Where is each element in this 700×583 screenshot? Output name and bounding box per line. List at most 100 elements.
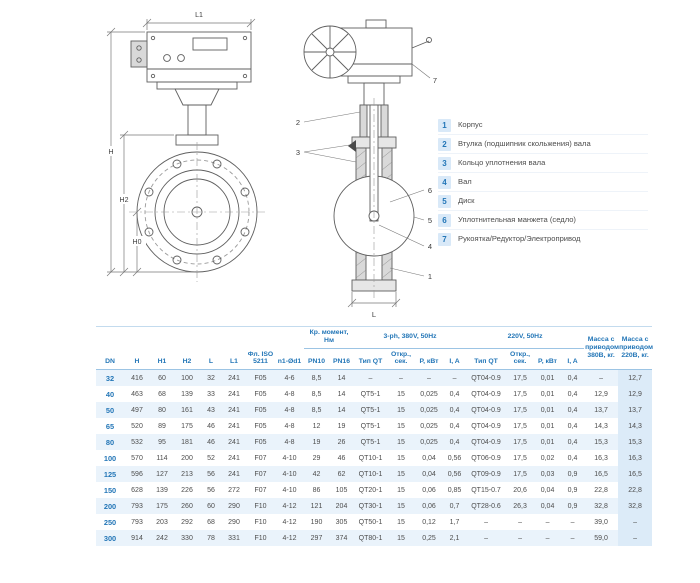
value-cell: 0,85	[447, 486, 462, 494]
value-cell: 0,025	[420, 438, 438, 446]
group-header-torque: Кр. момент, Нм	[304, 326, 354, 349]
dn-cell: 125	[103, 469, 117, 479]
value-cell: 19	[312, 438, 321, 446]
value-cell: 292	[181, 518, 193, 526]
value-cell: 42	[312, 470, 321, 478]
front-view-drawing: L1 H H2 H0	[104, 10, 265, 282]
value-cell: 628	[131, 486, 143, 494]
value-cell: –	[545, 534, 550, 542]
value-cell: 4-12	[282, 534, 297, 542]
legend-number-badge: 5	[438, 194, 451, 208]
value-cell: 0,12	[422, 518, 436, 526]
col-header-mass-380: Масса с приводом 380В, кг.	[584, 326, 619, 371]
value-cell: 297	[310, 534, 323, 542]
value-cell: 0,04	[540, 486, 555, 494]
dim-label-h2: H2	[120, 197, 129, 204]
value-cell: 190	[310, 518, 323, 526]
value-cell: –	[618, 514, 653, 531]
value-cell: 0,4	[449, 438, 460, 446]
value-cell: 0,06	[422, 486, 436, 494]
value-cell: 374	[335, 534, 348, 542]
value-cell: 17,5	[513, 406, 527, 414]
value-cell: 242	[156, 534, 168, 542]
group-header-380v: 3-ph, 380V, 50Hz	[354, 326, 467, 349]
value-cell: QT06-0.9	[471, 454, 501, 462]
callout-1: 1	[428, 272, 432, 281]
value-cell: 17,5	[513, 422, 527, 430]
value-cell: 241	[228, 454, 240, 462]
value-cell: 4-6	[284, 374, 295, 382]
value-cell: QT15-0.7	[471, 486, 501, 494]
col-header-open-380: Откр., сек.	[387, 348, 415, 371]
value-cell: 17,5	[513, 470, 527, 478]
col-header-mass-220: Масса с приводом 220В, кг.	[618, 326, 653, 371]
value-cell: QT04-0.9	[471, 438, 501, 446]
value-cell: 0,4	[567, 438, 578, 446]
value-cell: 12,7	[618, 369, 653, 387]
value-cell: 17,5	[513, 454, 527, 462]
col-header-i-220: I, A	[561, 348, 585, 371]
value-cell: 0,4	[567, 374, 578, 382]
value-cell: 0,01	[540, 374, 555, 382]
value-cell: 17,5	[513, 438, 527, 446]
section-view-drawing: 7 2 3 6 5 4 1 L	[296, 19, 437, 319]
value-cell: 241	[228, 422, 240, 430]
value-cell: 89	[158, 422, 166, 430]
value-cell: 13,7	[594, 406, 608, 414]
value-cell: 0,25	[422, 534, 436, 542]
value-cell: 60	[158, 374, 166, 382]
col-header-i-380: I, A	[443, 348, 467, 371]
value-cell: 32,8	[618, 498, 653, 515]
callout-2: 2	[296, 118, 300, 127]
value-cell: 95	[158, 438, 166, 446]
dn-cell: 150	[103, 485, 117, 495]
callout-4: 4	[428, 242, 432, 251]
value-cell: QT20-1	[358, 486, 383, 494]
value-cell: 241	[228, 438, 240, 446]
value-cell: 15	[397, 422, 405, 430]
value-cell: 114	[156, 454, 168, 462]
value-cell: 4-10	[282, 486, 297, 494]
value-cell: 0,7	[449, 502, 460, 510]
value-cell: QT04-0.9	[471, 374, 501, 382]
value-cell: F07	[254, 454, 267, 462]
dn-cell: 50	[105, 405, 115, 415]
value-cell: 26	[337, 438, 346, 446]
value-cell: QT10-1	[358, 470, 383, 478]
value-cell: –	[618, 530, 653, 547]
value-cell: –	[368, 374, 373, 382]
parts-legend: 1 Корпус 2 Втулка (подшипник скольжения)…	[438, 116, 648, 248]
value-cell: 330	[181, 534, 193, 542]
value-cell: 15	[397, 502, 405, 510]
actuator-front-shape	[130, 31, 252, 146]
value-cell: 43	[207, 406, 215, 414]
value-cell: 4-8	[284, 406, 295, 414]
value-cell: F10	[254, 518, 267, 526]
value-cell: 15	[397, 390, 405, 398]
value-cell: QT09-0.9	[471, 470, 501, 478]
value-cell: 14	[337, 406, 346, 414]
value-cell: 80	[158, 406, 166, 414]
dn-cell: 250	[103, 517, 117, 527]
value-cell: 105	[335, 486, 348, 494]
value-cell: –	[518, 518, 522, 526]
value-cell: 100	[181, 374, 193, 382]
value-cell: 241	[228, 406, 240, 414]
value-cell: 68	[158, 390, 166, 398]
legend-item: 3 Кольцо уплотнения вала	[438, 154, 648, 173]
dn-cell: 80	[105, 437, 115, 447]
legend-item: 6 Уплотнительная манжета (седло)	[438, 211, 648, 230]
value-cell: 4-8	[284, 422, 295, 430]
value-cell: 241	[228, 390, 240, 398]
callout-leaders	[303, 63, 431, 277]
value-cell: 793	[131, 518, 143, 526]
value-cell: 0,04	[540, 502, 555, 510]
value-cell: 17,5	[513, 390, 527, 398]
col-header-type-qt-220: Тип QT	[466, 348, 507, 371]
value-cell: 46	[337, 454, 346, 462]
dn-cell: 40	[105, 389, 115, 399]
value-cell: 0,4	[567, 406, 578, 414]
value-cell: 121	[310, 502, 323, 510]
